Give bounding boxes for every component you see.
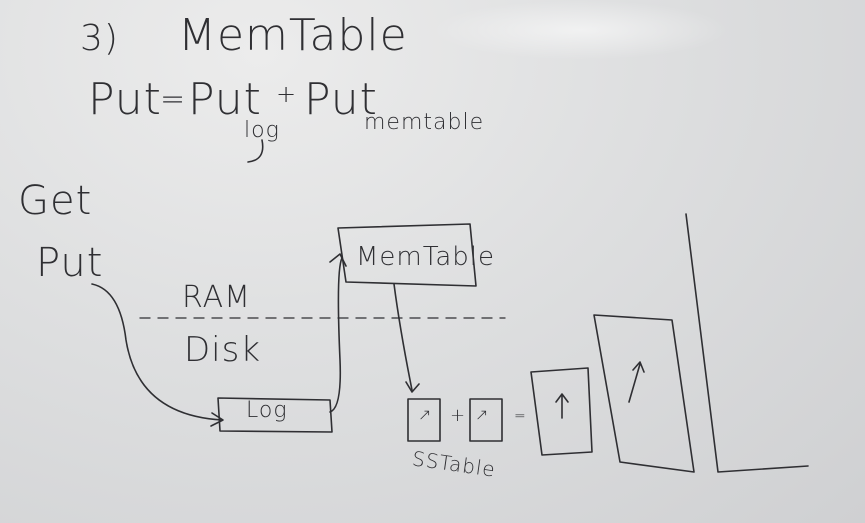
sstable-equals: = [514, 408, 527, 424]
get-label: Get [18, 178, 93, 224]
log-box [217, 397, 333, 433]
sstable-arrow-1: ↗ [418, 405, 433, 424]
large-sstable-box [593, 314, 695, 473]
disk-label: Disk [184, 330, 262, 370]
light-glare [430, 0, 730, 60]
memtable-flush-arrowhead [405, 381, 420, 393]
merged-sstable-arrow [555, 393, 569, 419]
large-sstable-arrow [628, 361, 645, 403]
heading-title: MemTable [178, 10, 408, 61]
log-subscript-tail [247, 139, 264, 163]
heading-number: 3) [80, 18, 119, 59]
formula-term1-sub: log [244, 118, 280, 143]
formula-plus: + [276, 80, 298, 108]
ram-label: RAM [182, 280, 252, 315]
log-to-memtable-arrow [329, 257, 343, 413]
sstable-arrow-2: ↗ [475, 405, 490, 424]
formula-equals: = [160, 82, 187, 117]
memtable-flush-arrow [393, 283, 413, 391]
formula-term2: Put [304, 74, 378, 125]
formula-term1: Put [188, 74, 262, 125]
memtable-box-label: MemTable [356, 242, 495, 272]
put-to-log-arrow [91, 283, 223, 421]
sstable-box-2 [469, 398, 503, 442]
sstable-plus: + [450, 405, 467, 426]
put-label: Put [36, 240, 104, 286]
log-to-memtable-arrowhead [329, 253, 347, 267]
formula-term2-sub: memtable [364, 110, 485, 135]
formula-lhs: Put [88, 74, 162, 125]
merged-sstable-box [530, 367, 593, 456]
memtable-box [337, 223, 477, 287]
log-box-label: Log [246, 398, 288, 423]
sstable-box-1 [407, 398, 441, 442]
large-level-outline [685, 213, 809, 473]
put-to-log-arrowhead [210, 412, 224, 427]
